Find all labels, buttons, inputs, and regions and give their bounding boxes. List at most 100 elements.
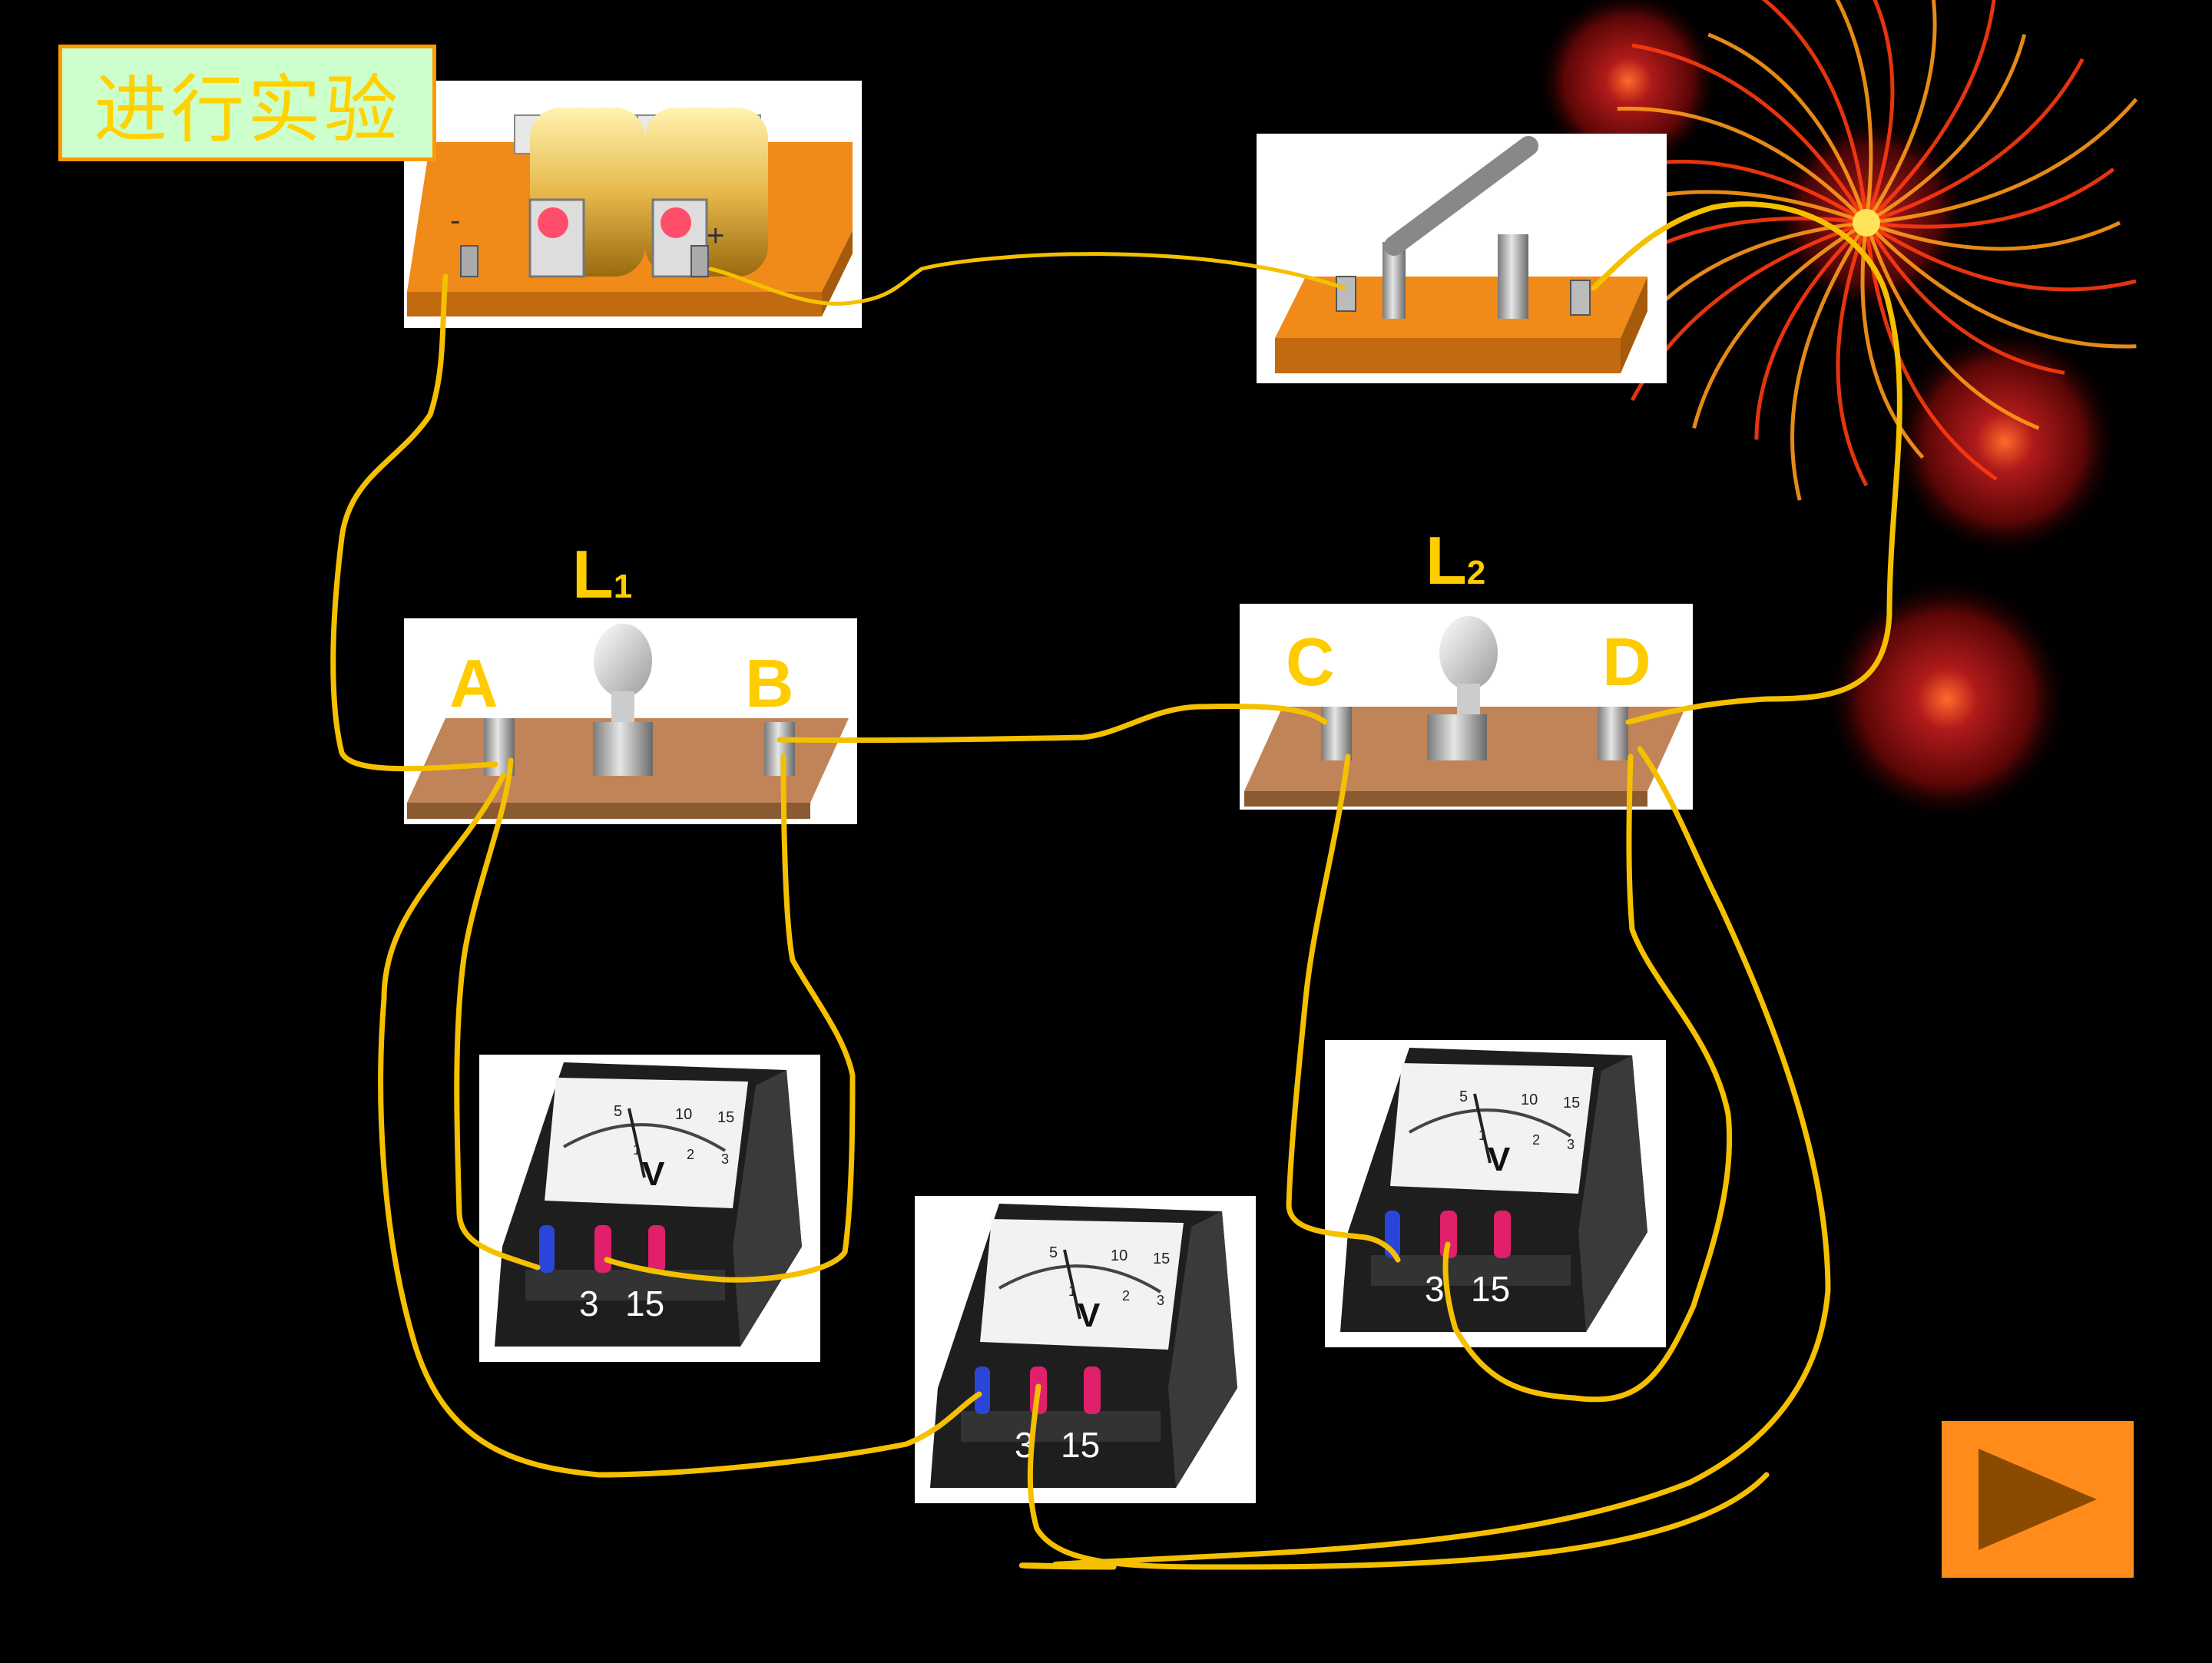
wire-battery-plus-to-switch [708, 252, 1346, 306]
firework-ray [1860, 222, 1925, 459]
terminal-label-d: D [1602, 624, 1651, 700]
meter-terminal-15v[interactable] [1494, 1211, 1511, 1258]
bulb-board-l2 [1240, 604, 1693, 810]
meter-needle [628, 1108, 646, 1178]
firework-ray [1864, 221, 2065, 375]
meter-range-label-3: 3 [1425, 1269, 1445, 1309]
terminal-label-a: A [449, 645, 498, 721]
battery: - + [404, 81, 862, 328]
voltmeter-v1: 5 10 15 1 2 3 V 3 15 [479, 1055, 820, 1362]
meter-terminal-3v[interactable] [594, 1225, 611, 1273]
firework-ray [1866, 98, 2138, 225]
meter-scale-top-label: 15 [717, 1109, 734, 1126]
wire-d-to-v3 [1018, 746, 1831, 1570]
wire-c-to-v2 [1286, 754, 1401, 1263]
meter-needle [1473, 1093, 1492, 1164]
firework-ray [1864, 0, 1895, 224]
firework-ray [1864, 222, 2040, 430]
meter-scale-top-label: 15 [1153, 1251, 1170, 1267]
meter-unit-label: V [1078, 1297, 1101, 1334]
meter-range-label-3: 3 [579, 1284, 599, 1323]
bulb-label-l1-sub: 1 [613, 568, 633, 605]
svg-text:-: - [450, 204, 460, 237]
meter-face [980, 1219, 1184, 1350]
meter-scale-bottom-label: 3 [1157, 1293, 1164, 1308]
meter-scale-arc [998, 1264, 1162, 1294]
meter-face [1390, 1063, 1594, 1194]
wire-switch-to-d [1591, 201, 1902, 725]
terminal-label-c: C [1286, 624, 1335, 700]
firework-ray [1835, 0, 1873, 224]
meter-face [545, 1078, 748, 1208]
meter-scale-bottom-label: 2 [687, 1147, 694, 1162]
firework-icon [1536, 0, 2138, 822]
meter-terminal-negative[interactable] [975, 1367, 990, 1414]
firework-ray [1836, 222, 1869, 487]
wires [330, 201, 1902, 1570]
meter-scale-top-label: 10 [675, 1106, 692, 1123]
firework-ray [1866, 167, 2115, 229]
meter-scale-top-label: 5 [1459, 1088, 1468, 1105]
meter-scale-bottom-label: 3 [721, 1151, 729, 1167]
meter-terminal-bar [961, 1411, 1161, 1442]
meter-scale-top-label: 10 [1111, 1247, 1128, 1264]
wire-d-to-v2 [1442, 754, 1733, 1403]
firework-ray [1865, 220, 2137, 292]
meter-needle [1063, 1249, 1081, 1320]
firework-ray [1865, 221, 2137, 349]
meter-scale-arc [1409, 1108, 1572, 1138]
meter-scale-top-label: 5 [614, 1103, 622, 1120]
terminal-label-b: B [745, 645, 794, 721]
firework-ray [1865, 34, 2027, 225]
firework-ray [1866, 58, 2085, 225]
meter-scale-top-label: 10 [1521, 1092, 1538, 1108]
meter-scale-arc [563, 1123, 727, 1152]
firework-ray [1631, 43, 1869, 224]
meter-scale-top-label: 15 [1563, 1095, 1580, 1111]
firework-ray [1617, 106, 1868, 224]
meter-scale-bottom-label: 1 [1479, 1128, 1486, 1143]
wire-v3-plus-return [1027, 1383, 1770, 1570]
firework-ray [1761, 0, 1869, 224]
meter-terminal-negative[interactable] [539, 1225, 555, 1273]
meter-terminal-3v[interactable] [1440, 1211, 1457, 1258]
knife-switch[interactable] [1257, 134, 1667, 383]
meter-terminal-15v[interactable] [648, 1225, 665, 1273]
meter-scale-bottom-label: 3 [1567, 1137, 1575, 1152]
meter-scale-bottom-label: 2 [1122, 1288, 1130, 1304]
page-title: 进行实验 [58, 45, 436, 161]
bulb-label-l1: L1 [572, 541, 632, 608]
svg-text:+: + [707, 219, 724, 253]
firework-ray [1865, 0, 1996, 224]
meter-scale-bottom-label: 1 [633, 1142, 641, 1158]
meter-range-label-15: 15 [1061, 1425, 1100, 1465]
bulb-label-l2-letter: L [1426, 522, 1467, 598]
bulb-label-l1-letter: L [572, 536, 614, 612]
bulb-label-l2: L2 [1426, 527, 1485, 595]
meter-side [1578, 1055, 1647, 1332]
wire-a-to-v3 [378, 773, 982, 1478]
meter-range-label-15: 15 [625, 1284, 664, 1323]
firework-ray [1692, 220, 1868, 429]
meter-unit-label: V [1488, 1141, 1511, 1178]
firework-ray [1754, 221, 1868, 440]
firework-ray [1864, 0, 1937, 224]
meter-scale-top-label: 5 [1049, 1244, 1058, 1261]
bulb-label-l2-sub: 2 [1466, 554, 1486, 591]
meter-unit-label: V [642, 1155, 665, 1193]
wire-b-to-c [777, 703, 1328, 744]
meter-terminal-bar [1371, 1255, 1571, 1286]
meter-terminal-15v[interactable] [1084, 1367, 1101, 1414]
wire-a-to-v1 [454, 757, 541, 1270]
meter-side [1168, 1211, 1237, 1488]
meter-scale-bottom-label: 1 [1068, 1284, 1076, 1299]
firework-ray [1790, 221, 1869, 501]
wire-b-to-v1 [604, 754, 856, 1283]
firework-ray [1866, 220, 2121, 251]
firework-ray [1707, 32, 1869, 224]
next-button[interactable] [1942, 1421, 2134, 1578]
